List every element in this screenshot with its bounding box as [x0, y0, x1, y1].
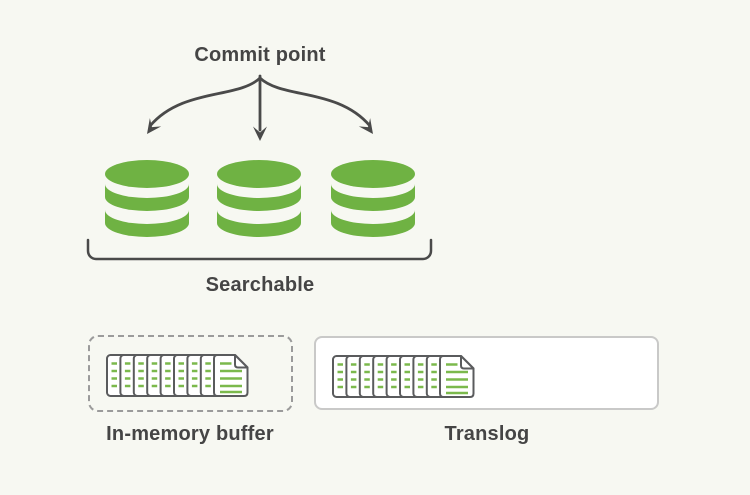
- arrowhead-icon: [253, 126, 267, 141]
- in-memory-buffer-label: In-memory buffer: [106, 423, 274, 445]
- database-segment-icon: [217, 160, 301, 237]
- commit-arrows: [141, 74, 379, 141]
- arrowhead-icon: [358, 118, 379, 139]
- commit-point-label: Commit point: [194, 44, 326, 66]
- database-segment-icon: [331, 160, 415, 237]
- searchable-bracket: [86, 238, 433, 261]
- arrow-to-segment-3: [258, 76, 372, 128]
- arrowhead-icon: [141, 118, 162, 139]
- translog-box: [314, 336, 659, 410]
- arrow-to-segment-1: [148, 76, 262, 128]
- segment-group: [105, 160, 415, 237]
- database-segment-icon: [105, 160, 189, 237]
- translog-label: Translog: [444, 423, 530, 445]
- in-memory-buffer-box: [88, 335, 293, 412]
- searchable-label: Searchable: [205, 274, 315, 296]
